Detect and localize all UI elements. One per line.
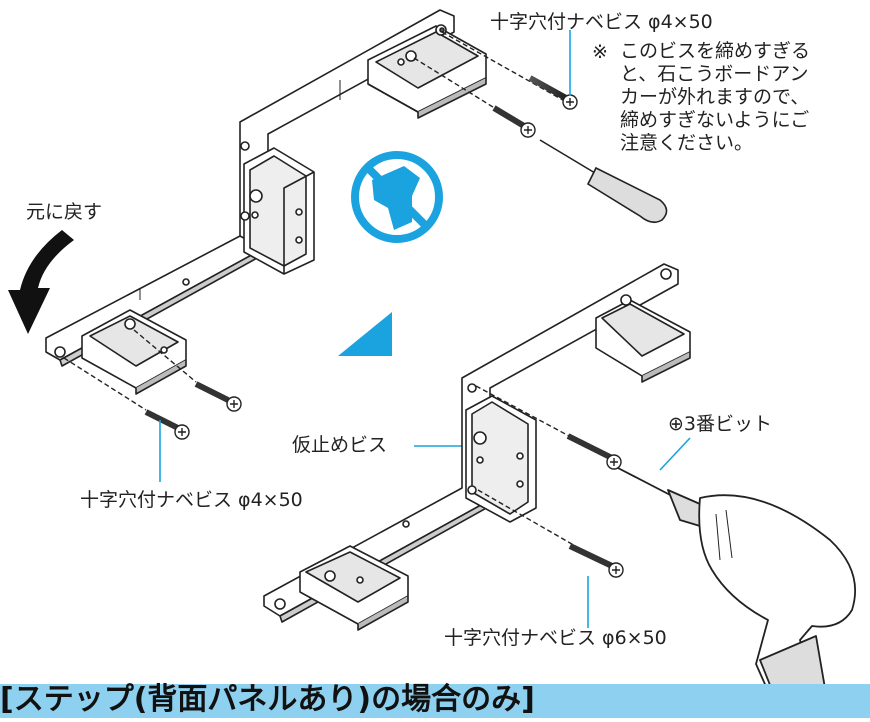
no-power-drill-icon bbox=[351, 151, 443, 243]
lower-bracket bbox=[263, 263, 691, 631]
screwdriver-icon bbox=[539, 139, 668, 224]
screw-label-bottom: 十字穴付ナベビス φ6×50 bbox=[444, 627, 667, 649]
bit-label: ⊕3番ビット bbox=[668, 413, 773, 435]
section-title: [ステップ(背面パネルあり)の場合のみ] bbox=[0, 682, 535, 717]
note-mark: ※ bbox=[592, 41, 608, 63]
screw-label-left: 十字穴付ナベビス φ4×50 bbox=[80, 489, 303, 511]
arrow-triangle-icon bbox=[338, 312, 392, 356]
section-banner: [ステップ(背面パネルあり)の場合のみ] bbox=[0, 682, 870, 718]
caution-note: このビスを締めすぎる と、石こうボードアン カーが外れますので、 締めすぎないよ… bbox=[620, 40, 811, 154]
screws-lower bbox=[475, 385, 624, 578]
curved-arrow-icon bbox=[8, 230, 74, 334]
power-drill-icon bbox=[617, 467, 856, 711]
return-label: 元に戻す bbox=[26, 201, 103, 223]
upper-bracket bbox=[45, 9, 487, 395]
screw-label-top: 十字穴付ナベビス φ4×50 bbox=[490, 11, 713, 33]
temp-screw-label: 仮止めビス bbox=[292, 434, 388, 456]
screws-upper bbox=[63, 31, 578, 440]
